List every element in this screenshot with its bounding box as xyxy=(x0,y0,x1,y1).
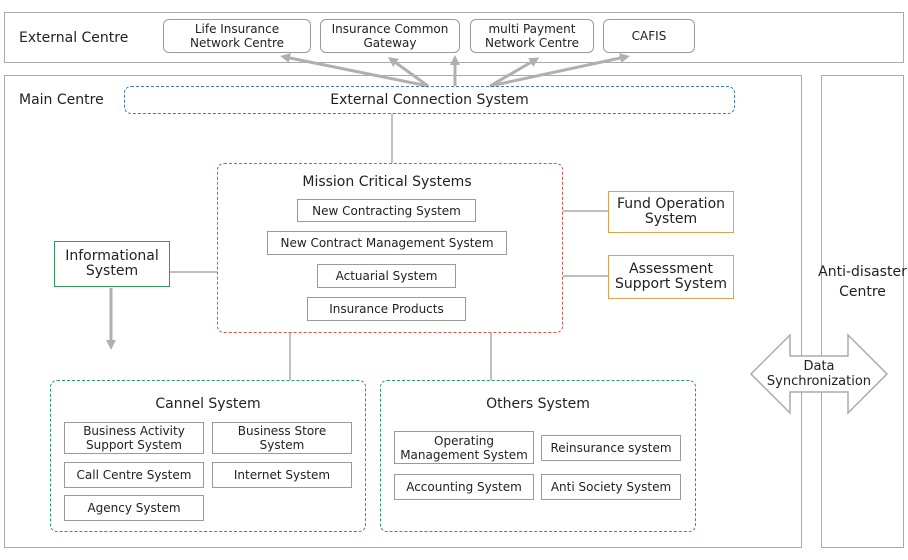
informational-system: Informational System xyxy=(54,241,170,287)
external-centre-label: External Centre xyxy=(19,30,129,46)
agency-system: Agency System xyxy=(64,495,204,521)
mission-critical-group xyxy=(217,163,563,333)
arrow-to-gateway xyxy=(387,57,429,88)
assessment-support-system: Assessment Support System xyxy=(608,255,734,299)
mission-critical-title: Mission Critical Systems xyxy=(302,174,472,190)
new-contracting-system: New Contracting System xyxy=(297,199,476,222)
anti-disaster-centre-label: Anti-disaster Centre xyxy=(818,264,907,300)
external-arrows xyxy=(280,53,630,88)
data-sync-double-arrow xyxy=(749,333,889,415)
new-contract-management-system: New Contract Management System xyxy=(267,231,507,255)
internet-system: Internet System xyxy=(212,462,352,488)
external-connection-system: External Connection System xyxy=(124,86,735,114)
actuarial-system: Actuarial System xyxy=(317,264,456,288)
cannel-system-title: Cannel System xyxy=(155,396,261,412)
arrow-to-cafis xyxy=(489,53,630,88)
life-insurance-network-centre: Life Insurance Network Centre xyxy=(163,19,311,53)
arrow-to-multi-payment xyxy=(489,57,540,88)
insurance-products: Insurance Products xyxy=(307,297,466,321)
reinsurance-system: Reinsurance system xyxy=(541,435,681,461)
insurance-common-gateway: Insurance Common Gateway xyxy=(320,19,460,53)
main-centre-label: Main Centre xyxy=(19,92,104,108)
others-system-group xyxy=(380,380,696,532)
data-sync-label: Data Synchronization xyxy=(766,359,872,389)
anti-disaster-centre-region xyxy=(821,75,904,548)
business-activity-support-system: Business Activity Support System xyxy=(64,422,204,454)
fund-operation-system: Fund Operation System xyxy=(608,191,734,233)
cafis-node: CAFIS xyxy=(603,19,695,53)
anti-society-system: Anti Society System xyxy=(541,474,681,500)
accounting-system: Accounting System xyxy=(394,474,534,500)
multi-payment-network-centre: multi Payment Network Centre xyxy=(470,19,594,53)
business-store-system: Business Store System xyxy=(212,422,352,454)
call-centre-system: Call Centre System xyxy=(64,462,204,488)
others-system-title: Others System xyxy=(486,396,590,412)
external-connection-label: External Connection System xyxy=(330,92,529,108)
operating-management-system: Operating Management System xyxy=(394,431,534,464)
cannel-system-group xyxy=(50,380,366,532)
arrow-to-life-insurance xyxy=(280,53,429,88)
